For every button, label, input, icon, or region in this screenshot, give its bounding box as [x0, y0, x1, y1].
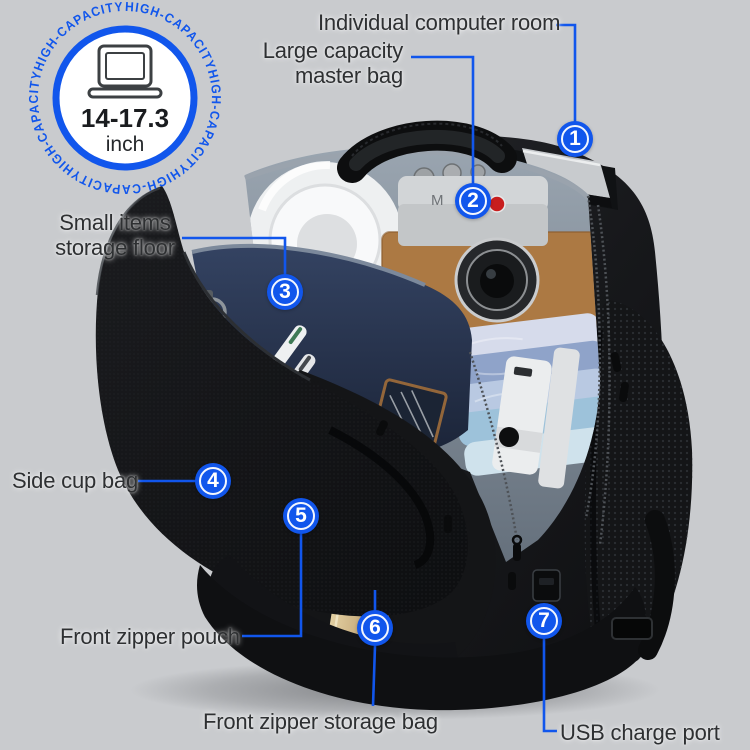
lens-illustration [454, 237, 540, 323]
leader-line-1 [556, 23, 577, 122]
leader-line-5 [242, 534, 303, 638]
annotation-label-individual-computer-room: Individual computer room [318, 10, 561, 35]
callout-number: 4 [207, 469, 219, 492]
callout-circle-6: 6 [357, 610, 393, 646]
knob [499, 427, 519, 447]
leader-line-7 [542, 639, 557, 733]
annotation-label-front-zipper-storage-bag: Front zipper storage bag [203, 709, 438, 734]
callout-circle-3: 3 [267, 274, 303, 310]
badge-unit-text: inch [106, 133, 145, 156]
white-tablet-edge [538, 347, 580, 489]
badge-size-text: 14-17.3 [81, 103, 169, 133]
callout-circle-1: 1 [557, 121, 593, 157]
laptop-size-badge: HIGH-CAPACITYHIGH-CAPACITYHIGH-CAPACITYH… [26, 0, 223, 197]
annotation-label-side-cup-bag: Side cup bag [12, 468, 139, 493]
annotation-label-large-capacity-master-bag: Large capacity master bag [262, 38, 403, 88]
callout-number: 5 [295, 504, 307, 527]
callout-number: 7 [538, 609, 550, 632]
callout-ring [459, 187, 487, 215]
callout-ring [287, 502, 315, 530]
callout-number: 2 [467, 189, 479, 212]
carry-handle [337, 120, 517, 183]
callout-circle-5: 5 [283, 498, 319, 534]
zipper-details [376, 204, 629, 590]
laptop-icon [87, 44, 163, 99]
annotation-label-small-items-storage-floor: Small items storage floor [55, 210, 175, 260]
callout-ring [530, 607, 558, 635]
callout-circle-7: 7 [526, 603, 562, 639]
callout-circle-4: 4 [195, 463, 231, 499]
callout-ring [361, 614, 389, 642]
leader-line-2 [411, 55, 475, 184]
callout-number: 6 [369, 616, 381, 639]
usb-port-illustration [532, 569, 561, 602]
camera-logo-text: M [431, 192, 444, 209]
shoulder-strap [611, 510, 675, 660]
backpack-illustration: M [95, 120, 693, 711]
bag-base [197, 565, 647, 711]
leader-lines [138, 23, 577, 733]
callout-circle-2: 2 [455, 183, 491, 219]
leader-line-3 [182, 236, 287, 275]
callout-number: 3 [279, 280, 291, 303]
front-flap [95, 186, 468, 617]
annotation-label-usb-charge-port: USB charge port [560, 720, 720, 745]
callout-ring [271, 278, 299, 306]
leader-line-6-lower [371, 645, 377, 707]
callout-ring [561, 125, 589, 153]
callout-number: 1 [569, 127, 581, 150]
annotation-label-front-zipper-pouch: Front zipper pouch [60, 624, 240, 649]
callout-ring [199, 467, 227, 495]
